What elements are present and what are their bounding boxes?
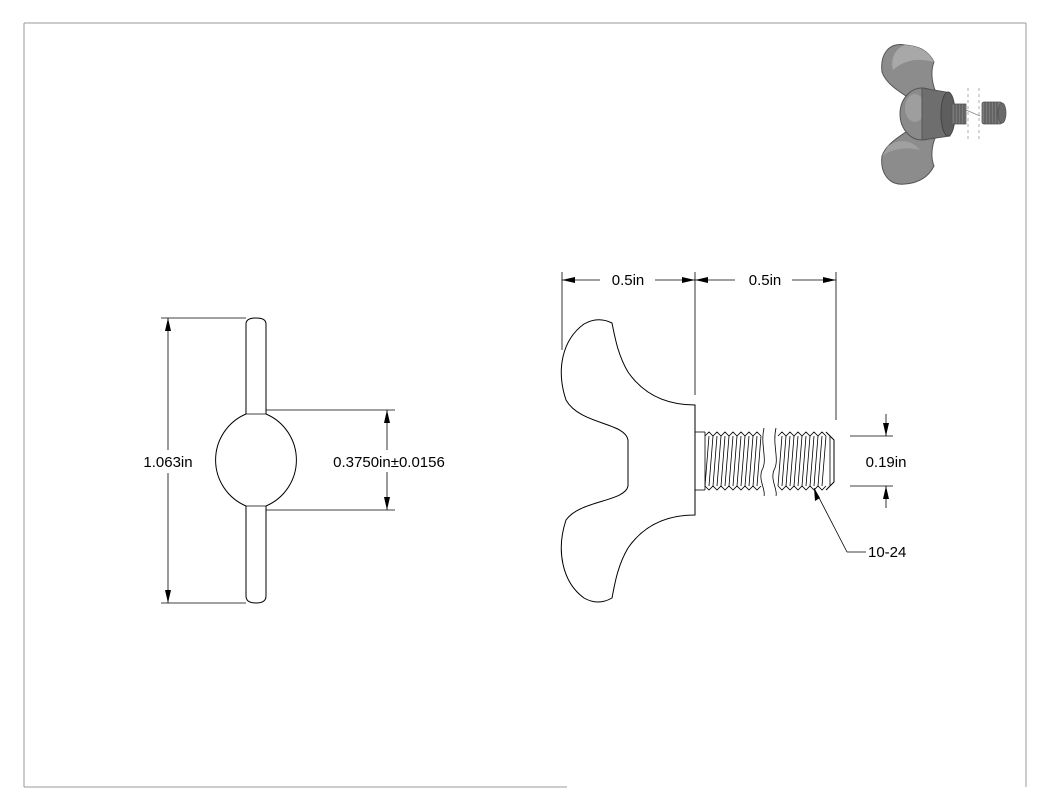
thread-section-left bbox=[704, 427, 765, 497]
thread-section-right bbox=[772, 427, 835, 497]
overall-height-label: 1.063in bbox=[143, 454, 192, 471]
hub-diameter-label: 0.3750in±0.0156 bbox=[333, 454, 445, 471]
thread-spec-label: 10-24 bbox=[868, 544, 906, 561]
sheet-border bbox=[23, 22, 1027, 788]
front-view bbox=[161, 317, 395, 604]
thread-length-label: 0.5in bbox=[749, 272, 782, 289]
wing-width-label: 0.5in bbox=[612, 272, 645, 289]
wing-screw-3d-icon bbox=[881, 44, 1007, 185]
side-view bbox=[560, 272, 893, 603]
thread-diameter-label: 0.19in bbox=[866, 454, 907, 471]
